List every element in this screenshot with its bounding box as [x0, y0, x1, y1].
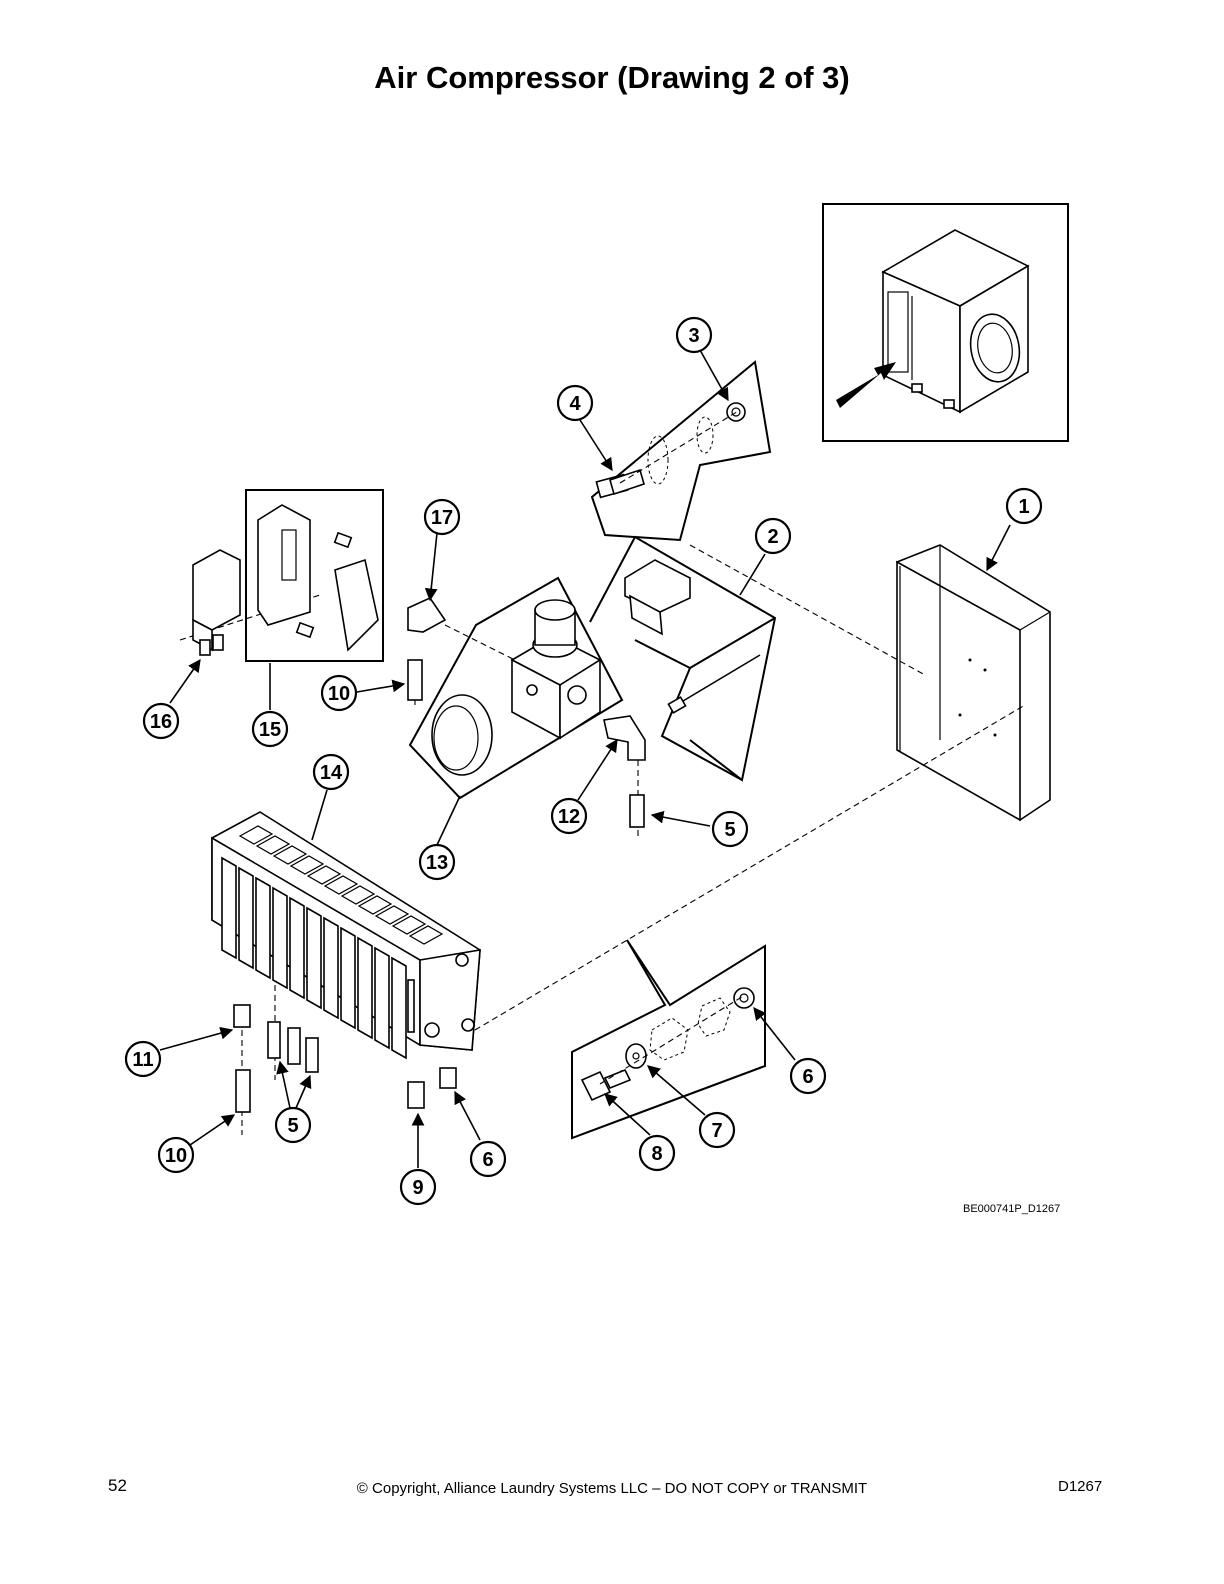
callout-label: 8: [651, 1143, 662, 1165]
location-arrow-icon: [836, 362, 896, 408]
callout-label: 9: [412, 1177, 423, 1199]
part-10-tube-lower: [235, 1069, 251, 1113]
callout-label: 6: [802, 1066, 813, 1088]
valve-slice: [323, 916, 339, 1020]
part-9-fitting: [407, 1081, 425, 1109]
callout-8: 8: [638, 1134, 676, 1172]
valve-coil: [340, 885, 376, 905]
callout-label: 11: [132, 1049, 153, 1071]
callout-14: 14: [312, 753, 350, 791]
callout-label: 2: [767, 526, 778, 548]
part-1-bracket: [895, 544, 1051, 822]
callout-label: 17: [431, 507, 453, 529]
valve-slice: [340, 926, 356, 1030]
part-17-elbow: [407, 596, 447, 633]
part-5-tube-b: [287, 1027, 301, 1065]
part-15-endplate: [245, 489, 384, 662]
valve-coil: [374, 905, 410, 925]
valve-slice: [289, 896, 305, 1000]
drawing-code: BE000741P_D1267: [963, 1203, 1060, 1215]
valve-coil: [306, 865, 342, 885]
callout-label: 14: [320, 762, 343, 784]
copyright-notice: © Copyright, Alliance Laundry Systems LL…: [356, 1480, 868, 1497]
part-13-regulator: [408, 576, 624, 800]
valve-slice: [221, 856, 237, 960]
callout-label: 5: [724, 819, 735, 841]
callout-label: 15: [259, 719, 281, 741]
callout-label: 1: [1018, 496, 1029, 518]
part-5-tube-right: [629, 794, 645, 828]
callout-7: 7: [698, 1111, 736, 1149]
callout-2: 2: [754, 517, 792, 555]
parts-3-4-detail: [590, 360, 772, 542]
callout-label: 12: [558, 806, 580, 828]
valve-coil: [255, 835, 291, 855]
valve-slice: [306, 906, 322, 1010]
page-title: Air Compressor (Drawing 2 of 3): [374, 60, 850, 95]
callout-4: 4: [556, 384, 594, 422]
callout-label: 6: [482, 1149, 493, 1171]
valve-coil: [238, 825, 274, 845]
callout-17: 17: [423, 498, 461, 536]
valve-coil: [408, 925, 444, 945]
washer-machine-illustration: [881, 229, 1030, 414]
callout-5: 5: [711, 810, 749, 848]
callout-label: 16: [150, 711, 172, 733]
callout-16: 16: [142, 702, 180, 740]
part-11-fitting: [233, 1004, 251, 1028]
part-16-solenoid: [192, 549, 241, 656]
valve-coil: [289, 855, 325, 875]
callout-label: 3: [688, 325, 699, 347]
part-12-elbow: [603, 715, 646, 761]
callout-5: 5: [274, 1106, 312, 1144]
valve-slice: [357, 936, 373, 1040]
part-5-tube-c: [305, 1037, 319, 1073]
valve-slice: [238, 866, 254, 970]
callout-13: 13: [418, 843, 456, 881]
part-2-detail: [589, 535, 777, 782]
document-id: D1267: [1058, 1478, 1103, 1495]
part-10-tube-upper: [407, 659, 423, 701]
callout-label: 5: [287, 1115, 298, 1137]
callout-15: 15: [251, 710, 289, 748]
valve-slice: [391, 956, 407, 1060]
callout-label: 13: [426, 852, 448, 874]
callout-6: 6: [469, 1140, 507, 1178]
callout-1: 1: [1005, 487, 1043, 525]
valve-coil: [272, 845, 308, 865]
valve-slice: [272, 886, 288, 990]
callout-label: 4: [569, 393, 581, 415]
callout-9: 9: [399, 1168, 437, 1206]
valve-coil: [391, 915, 427, 935]
location-inset: [822, 203, 1069, 442]
callout-3: 3: [675, 316, 713, 354]
callout-6: 6: [789, 1057, 827, 1095]
callout-label: 10: [165, 1145, 187, 1167]
parts-6-7-8-detail: [571, 939, 766, 1140]
callout-10: 10: [320, 674, 358, 712]
part-5-tube-a: [267, 1021, 281, 1059]
valve-coil: [323, 875, 359, 895]
part-14-valve-manifold: [211, 811, 481, 1060]
page-number: 52: [108, 1476, 127, 1495]
part-6-nut-lower: [439, 1067, 457, 1089]
valve-slice: [255, 876, 271, 980]
leader-lines: [159, 349, 1011, 1168]
valve-coil: [357, 895, 393, 915]
callout-11: 11: [124, 1040, 162, 1078]
callout-label: 10: [328, 683, 350, 705]
callout-12: 12: [550, 797, 588, 835]
callout-label: 7: [711, 1120, 722, 1142]
valve-slice: [374, 946, 390, 1050]
callout-10: 10: [157, 1136, 195, 1174]
